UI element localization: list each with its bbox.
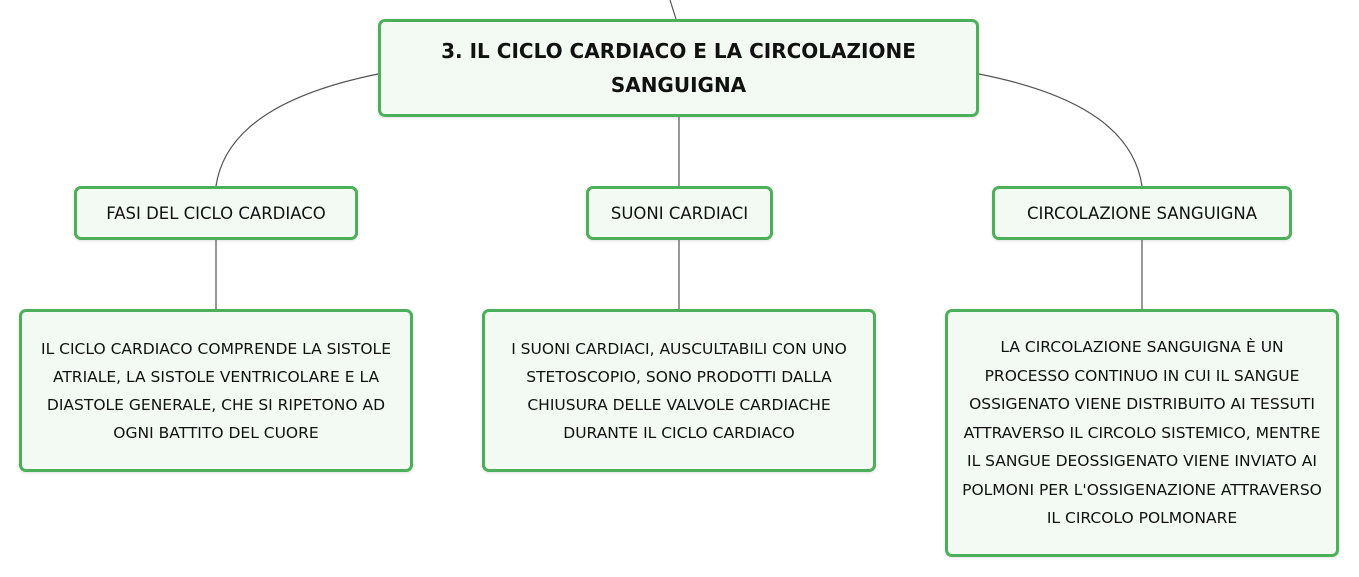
subtopic-node-fasi-ciclo-cardiaco[interactable]: FASI DEL CICLO CARDIACO [74,186,358,240]
main-topic-node[interactable]: 3. IL CICLO CARDIACO E LA CIRCOLAZIONE S… [378,19,979,117]
detail-text-suoni-cardiaci: I SUONI CARDIACI, AUSCULTABILI CON UNO S… [511,339,847,442]
subtopic-label-suoni-cardiaci: SUONI CARDIACI [610,203,749,223]
main-topic-label: 3. IL CICLO CARDIACO E LA CIRCOLAZIONE S… [441,39,916,97]
connector-parent-to-main [669,0,677,20]
detail-text-circolazione-sanguigna: LA CIRCOLAZIONE SANGUIGNA È UN PROCESSO … [962,338,1322,528]
subtopic-label-circolazione-sanguigna: CIRCOLAZIONE SANGUIGNA [1026,203,1258,223]
detail-text-fasi-ciclo-cardiaco: IL CICLO CARDIACO COMPRENDE LA SISTOLE A… [41,339,391,442]
subtopic-node-suoni-cardiaci[interactable]: SUONI CARDIACI [586,186,773,240]
detail-node-circolazione-sanguigna[interactable]: LA CIRCOLAZIONE SANGUIGNA È UN PROCESSO … [945,309,1339,557]
detail-node-fasi-ciclo-cardiaco[interactable]: IL CICLO CARDIACO COMPRENDE LA SISTOLE A… [19,309,413,472]
connector-main-to-fasi [215,73,379,187]
subtopic-label-fasi-ciclo-cardiaco: FASI DEL CICLO CARDIACO [106,203,326,223]
subtopic-node-circolazione-sanguigna[interactable]: CIRCOLAZIONE SANGUIGNA [992,186,1292,240]
connector-main-to-circ [978,73,1143,187]
detail-node-suoni-cardiaci[interactable]: I SUONI CARDIACI, AUSCULTABILI CON UNO S… [482,309,876,472]
